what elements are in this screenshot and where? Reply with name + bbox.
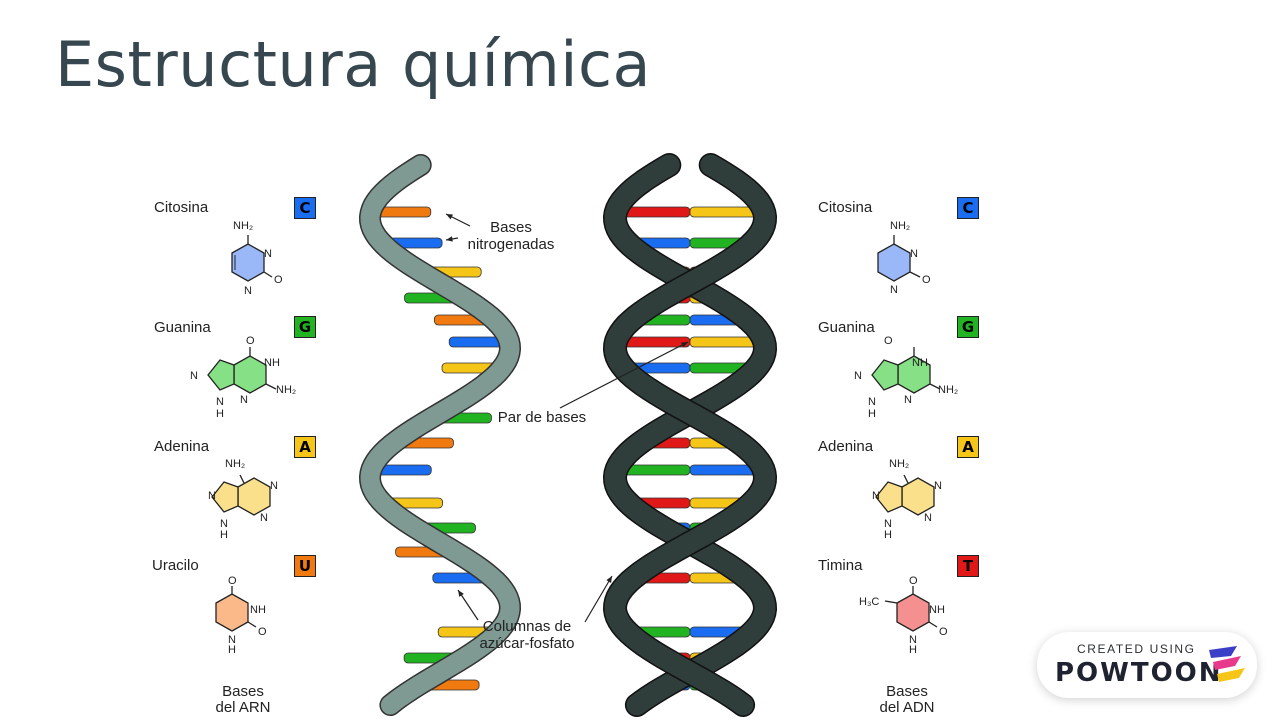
o-label: O: [274, 274, 283, 286]
o-label: O: [246, 335, 255, 347]
rna-footer-line2: del ARN: [215, 699, 271, 716]
nh2-label: NH₂: [276, 384, 296, 396]
rna-guanine-molecule: O NH NH₂ N N H N: [190, 335, 296, 420]
annotation-backbone-line2: azúcar-fosfato: [479, 635, 575, 652]
dna-badge-cytosine: C: [957, 197, 979, 219]
h-label: H: [220, 529, 228, 541]
annotation-arrow-head: [681, 342, 688, 348]
watermark-caption: CREATED USING: [1077, 642, 1196, 656]
rna-backbone-strand: [360, 155, 520, 715]
nh-label: N: [244, 285, 252, 297]
rna-base-name-cytosine: Citosina: [154, 199, 209, 216]
rna-badge-adenine: A: [294, 436, 316, 458]
h-label: H: [216, 408, 224, 420]
nh2-label: NH₂: [889, 458, 909, 470]
dna-cytosine-molecule: NH₂ N N O: [877, 220, 931, 296]
h-label: H: [228, 644, 236, 656]
annotation-bases-line1: Bases: [490, 219, 532, 236]
rna-badge-cytosine: C: [294, 197, 316, 219]
rna-base-name-guanine: Guanina: [154, 319, 211, 336]
annotation-base-pair: Par de bases: [497, 409, 587, 426]
n-label: N: [208, 490, 216, 502]
rna-footer-line1: Bases: [222, 683, 264, 700]
watermark-brand: POWTOON: [1055, 658, 1223, 688]
annotation-arrow-head: [606, 576, 612, 583]
n-label: N: [884, 518, 892, 530]
rna-adenine-molecule: NH₂ N N N N H: [208, 458, 278, 541]
n-label: N: [934, 480, 942, 492]
dna-badge-thymine: T: [957, 555, 979, 577]
nh-label: NH: [250, 604, 266, 616]
dna-base-name-guanine: Guanina: [818, 319, 875, 336]
dna-footer-line2: del ADN: [879, 699, 935, 716]
n-label: N: [216, 396, 224, 408]
annotation-backbone: Columnas de azúcar-fosfato: [464, 618, 590, 652]
n-label: N: [909, 634, 917, 646]
n-label: N: [190, 370, 198, 382]
nh-label: NH: [929, 604, 945, 616]
n-label: N: [220, 518, 228, 530]
dna-footer-label: Bases del ADN: [862, 684, 952, 716]
dna-base-name-thymine: Timina: [818, 557, 863, 574]
o-label: O: [258, 626, 267, 638]
dna-guanine-molecule: O NH NH₂ N N H N: [854, 335, 958, 420]
dna-adenine-molecule: NH₂ N N N N H: [872, 458, 942, 541]
rna-base-name-adenine: Adenina: [154, 438, 210, 455]
h-label: H: [884, 529, 892, 541]
n-label: N: [924, 512, 932, 524]
annotation-bases-line2: nitrogenadas: [467, 236, 555, 253]
n-label: N: [910, 248, 918, 260]
annotation-arrow-head: [446, 214, 453, 220]
dna-base-name-cytosine: Citosina: [818, 199, 873, 216]
dna-backbone-strand-a: [604, 154, 776, 716]
n-label: N: [854, 370, 862, 382]
annotation-arrow-line: [584, 575, 613, 623]
dna-badge-guanine: G: [957, 316, 979, 338]
dna-backbone-strand-b: [604, 154, 776, 716]
n-label: N: [228, 634, 236, 646]
nh2-label: NH₂: [225, 458, 245, 470]
h3c-label: H₃C: [859, 596, 879, 608]
powtoon-logo-icon: [1209, 646, 1245, 682]
n-label: N: [868, 396, 876, 408]
rna-badge-guanine: G: [294, 316, 316, 338]
nh2-label: NH₂: [890, 220, 910, 232]
nh2-label: NH₂: [938, 384, 958, 396]
rna-uracil-molecule: O NH O N H: [215, 575, 267, 656]
o-label: O: [939, 626, 948, 638]
dna-badge-adenine: A: [957, 436, 979, 458]
annotation-arrow-head: [446, 236, 453, 242]
o-label: O: [909, 575, 918, 587]
annotation-nitrogen-bases: Bases nitrogenadas: [456, 219, 566, 253]
dna-thymine-molecule: O NH O H₃C N H: [859, 575, 948, 656]
n-label: N: [264, 248, 272, 260]
rna-badge-uracil: U: [294, 555, 316, 577]
o-label: O: [228, 575, 237, 587]
o-label: O: [922, 274, 931, 286]
nh2-label: NH₂: [233, 220, 253, 232]
annotation-arrow-line: [559, 341, 689, 409]
powtoon-watermark: CREATED USING POWTOON: [1037, 632, 1257, 698]
n-label: N: [270, 480, 278, 492]
annotation-arrow-head: [458, 590, 464, 597]
page-title: Estructura química: [55, 28, 652, 101]
rna-footer-label: Bases del ARN: [198, 684, 288, 716]
n-label: N: [890, 284, 898, 296]
annotation-backbone-line1: Columnas de: [482, 618, 572, 635]
dna-base-name-adenine: Adenina: [818, 438, 874, 455]
o-label: O: [884, 335, 893, 347]
n-label: N: [872, 490, 880, 502]
h-label: H: [909, 644, 917, 656]
nh-label: NH: [912, 357, 928, 369]
rna-cytosine-molecule: NH₂ N N O: [231, 220, 283, 297]
h-label: H: [868, 408, 876, 420]
nh-label: NH: [264, 357, 280, 369]
n-label: N: [240, 394, 248, 406]
n-label: N: [260, 512, 268, 524]
rna-base-name-uracil: Uracilo: [152, 557, 199, 574]
dna-footer-line1: Bases: [886, 683, 928, 700]
n-label: N: [904, 394, 912, 406]
